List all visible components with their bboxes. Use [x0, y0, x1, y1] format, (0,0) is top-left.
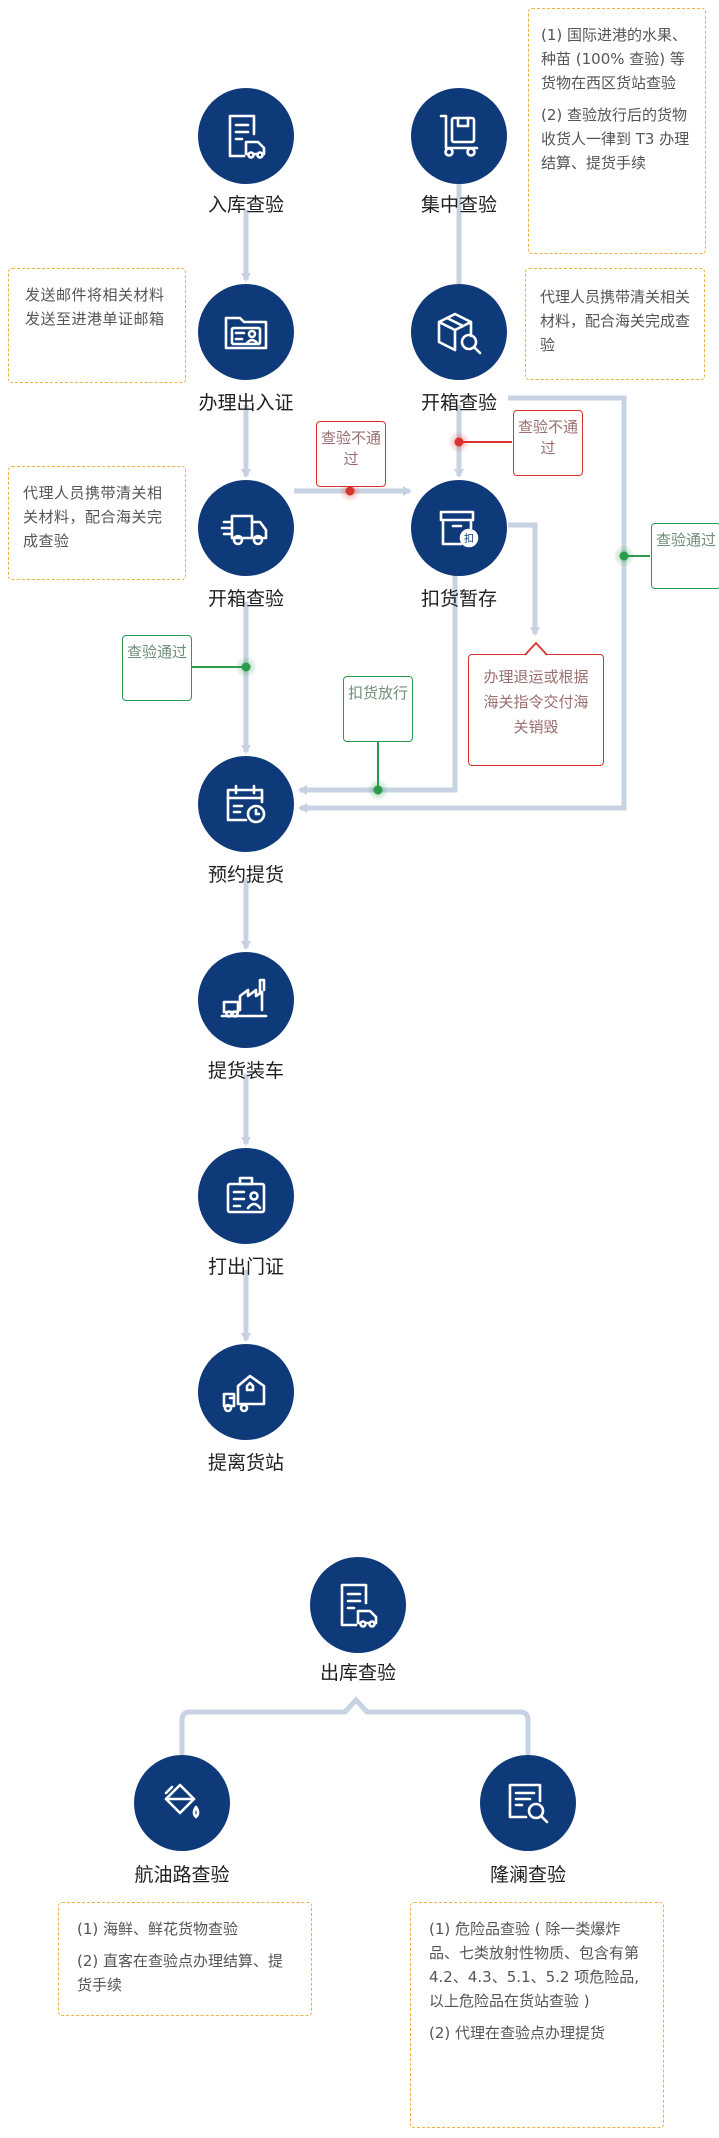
handle-pass-label: 办理出入证: [198, 392, 294, 414]
outbound-inspection-node: [310, 1557, 406, 1653]
note-fruit-1: (1) 国际进港的水果、种苗 (100% 查验) 等货物在西区货站查验: [541, 26, 688, 92]
pickup-loading-label: 提货装车: [207, 1060, 284, 1082]
note-agent-right: 代理人员携带清关相关材料，配合海关完成查验: [525, 268, 705, 380]
hand-truck-icon: [439, 114, 479, 157]
note-longlan-1: (1) 危险品查验 ( 除一类爆炸品、七类放射性物质、包含有第 4.2、4.3、…: [429, 1920, 640, 2010]
handle-pass-node: [198, 284, 294, 380]
bracket-outbound: [179, 1696, 531, 1776]
central-inspection-node: [411, 88, 507, 184]
document-search-icon: [508, 1783, 549, 1824]
leave-station-node: [198, 1344, 294, 1440]
inbound-inspection-node: [198, 88, 294, 184]
truck-house-icon: [222, 1374, 266, 1413]
delivery-truck-icon: [220, 514, 268, 546]
return-box: 办理退运或根据海关指令交付海关销毁: [468, 654, 604, 766]
arrow-pass-to-appointment: [298, 395, 627, 813]
tag-release: 扣货放行: [343, 676, 413, 742]
central-inspection-label: 集中查验: [420, 194, 497, 216]
pickup-appointment-node: [198, 756, 294, 852]
calendar-clock-icon: [226, 784, 266, 824]
aviation-road-node: [134, 1755, 230, 1851]
svg-text:扣: 扣: [464, 532, 474, 545]
open-box-inspection-left-label: 开箱查验: [207, 588, 284, 610]
open-box-inspection-right-label: 开箱查验: [420, 392, 497, 414]
document-truck-icon: [340, 1583, 378, 1628]
print-exit-pass-node: [198, 1148, 294, 1244]
open-box-inspection-left-node: [198, 480, 294, 576]
tag-pass-right: 查验通过: [651, 523, 719, 589]
open-box-inspection-right-node: [411, 284, 507, 380]
note-aviation-2: (2) 直客在查验点办理结算、提货手续: [77, 1952, 284, 1994]
factory-truck-icon: [220, 978, 268, 1018]
print-exit-pass-label: 打出门证: [207, 1256, 284, 1278]
tag-pass-left: 查验通过: [122, 635, 192, 701]
note-fruit: (1) 国际进港的水果、种苗 (100% 查验) 等货物在西区货站查验 (2) …: [528, 8, 706, 254]
return-box-pointer: [525, 642, 547, 656]
arrow-detain-to-return: [508, 522, 540, 636]
box-search-icon: [437, 312, 482, 355]
detain-storage-node: 扣: [411, 480, 507, 576]
outbound-inspection-label: 出库查验: [319, 1662, 396, 1684]
arrow-release-to-appointment: [298, 540, 458, 795]
note-fruit-2: (2) 查验放行后的货物收货人一律到 T3 办理结算、提货手续: [541, 106, 690, 172]
badge-icon: [226, 1176, 266, 1214]
detained-box-icon: 扣: [439, 510, 479, 548]
tag-fail-left: 查验不通过: [316, 421, 386, 487]
inbound-inspection-label: 入库查验: [207, 194, 284, 216]
tag-fail-right: 查验不通过: [513, 410, 583, 476]
longlan-label: 隆澜查验: [489, 1864, 566, 1886]
document-truck-icon: [228, 114, 266, 159]
note-agent-left: 代理人员携带清关相关材料，配合海关完成查验: [8, 466, 186, 580]
pickup-appointment-label: 预约提货: [207, 864, 284, 886]
aviation-road-label: 航油路查验: [134, 1864, 230, 1886]
id-card-folder-icon: [224, 316, 268, 350]
detain-storage-label: 扣货暂存: [420, 588, 497, 610]
note-longlan: (1) 危险品查验 ( 除一类爆炸品、七类放射性物质、包含有第 4.2、4.3、…: [410, 1902, 664, 2128]
note-aviation: (1) 海鲜、鲜花货物查验 (2) 直客在查验点办理结算、提货手续: [58, 1902, 312, 2016]
note-aviation-1: (1) 海鲜、鲜花货物查验: [77, 1920, 239, 1938]
longlan-node: [480, 1755, 576, 1851]
pickup-loading-node: [198, 952, 294, 1048]
note-email: 发送邮件将相关材料发送至进港单证邮箱: [8, 268, 186, 383]
paint-bucket-icon: [164, 1783, 200, 1819]
leave-station-label: 提离货站: [207, 1452, 284, 1474]
note-longlan-2: (2) 代理在查验点办理提货: [429, 2024, 606, 2042]
